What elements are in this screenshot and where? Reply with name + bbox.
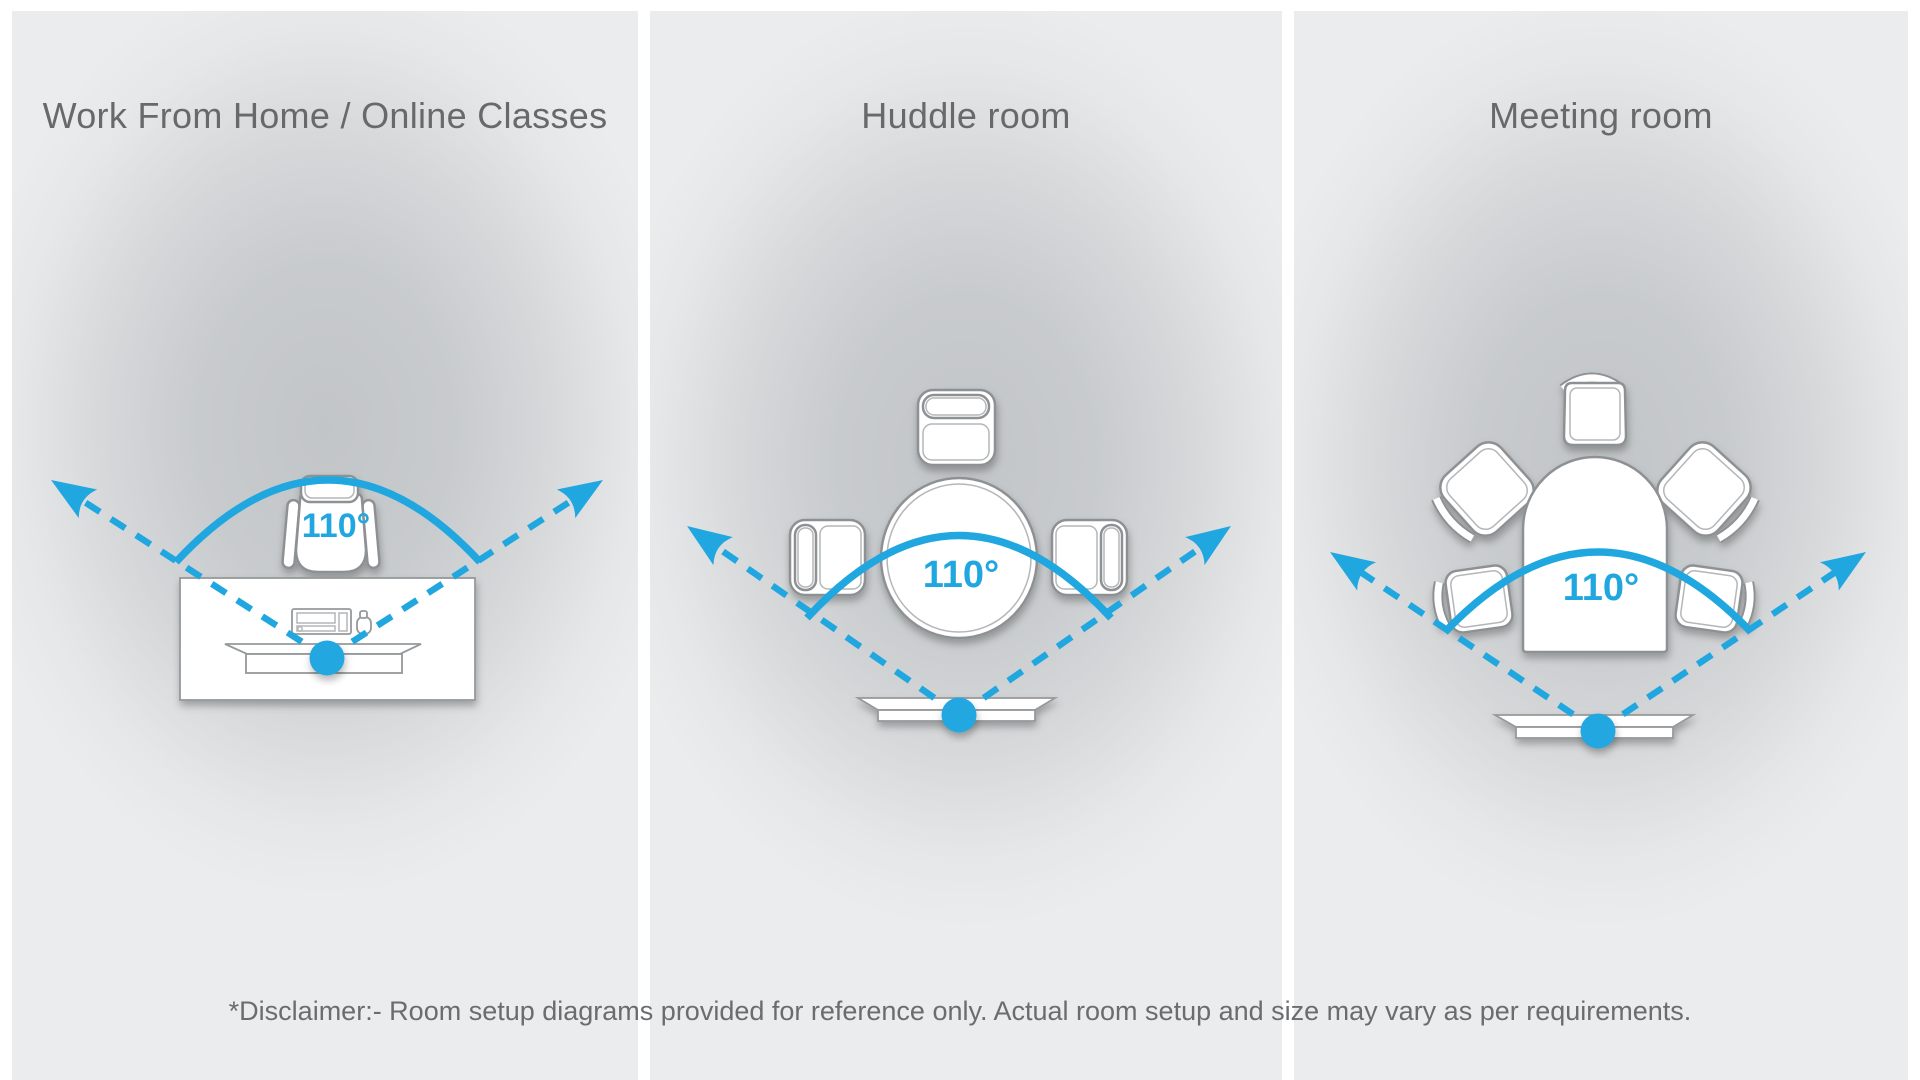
disclaimer-text: *Disclaimer:- Room setup diagrams provid… bbox=[228, 996, 1692, 1026]
panel-meeting-room: Meeting room bbox=[1294, 11, 1908, 1080]
arrowhead-left-icon bbox=[1330, 552, 1377, 591]
fov-arc bbox=[804, 531, 1114, 621]
panel-title: Meeting room bbox=[1489, 95, 1713, 136]
camera-dot bbox=[1580, 713, 1616, 749]
fov-arc bbox=[1442, 548, 1754, 635]
camera-dot bbox=[941, 697, 977, 733]
panel-title: Huddle room bbox=[861, 95, 1071, 136]
chair-upper-left-icon bbox=[1431, 441, 1535, 544]
fov-angle-label: 110° bbox=[923, 554, 1000, 596]
fov-ray-left bbox=[81, 498, 329, 661]
fov-ray-right bbox=[325, 498, 573, 661]
chair-upper-right-icon bbox=[1656, 441, 1760, 544]
fov-arc bbox=[173, 476, 483, 565]
keyboard-icon bbox=[291, 608, 352, 635]
meeting-room-diagram: 110° bbox=[1330, 372, 1866, 749]
fov-ray-right bbox=[957, 545, 1202, 718]
desk bbox=[179, 577, 476, 701]
huddle-room-diagram: 110° bbox=[687, 388, 1231, 733]
mouse-icon bbox=[356, 610, 372, 635]
fov-angle-label: 110° bbox=[1563, 567, 1640, 609]
arrowhead-left-icon bbox=[51, 480, 98, 519]
wfh-diagram: 110° bbox=[51, 474, 603, 701]
panel-work-from-home: Work From Home / Online Classes bbox=[12, 11, 638, 1080]
chair-top-icon bbox=[916, 388, 997, 467]
chair-top-icon bbox=[1559, 372, 1628, 447]
camera-dot bbox=[309, 640, 345, 676]
arrowhead-right-icon bbox=[1819, 552, 1866, 591]
arrowhead-right-icon bbox=[556, 480, 603, 519]
panel-huddle-room: Huddle room bbox=[650, 11, 1282, 1080]
arrowhead-left-icon bbox=[687, 526, 733, 566]
chair-right-icon bbox=[1050, 518, 1129, 597]
fov-angle-label: 110° bbox=[302, 507, 370, 545]
chair-left-icon bbox=[788, 518, 867, 597]
fov-ray-left bbox=[716, 545, 961, 718]
arrowhead-right-icon bbox=[1185, 526, 1231, 566]
panel-title: Work From Home / Online Classes bbox=[42, 95, 608, 136]
